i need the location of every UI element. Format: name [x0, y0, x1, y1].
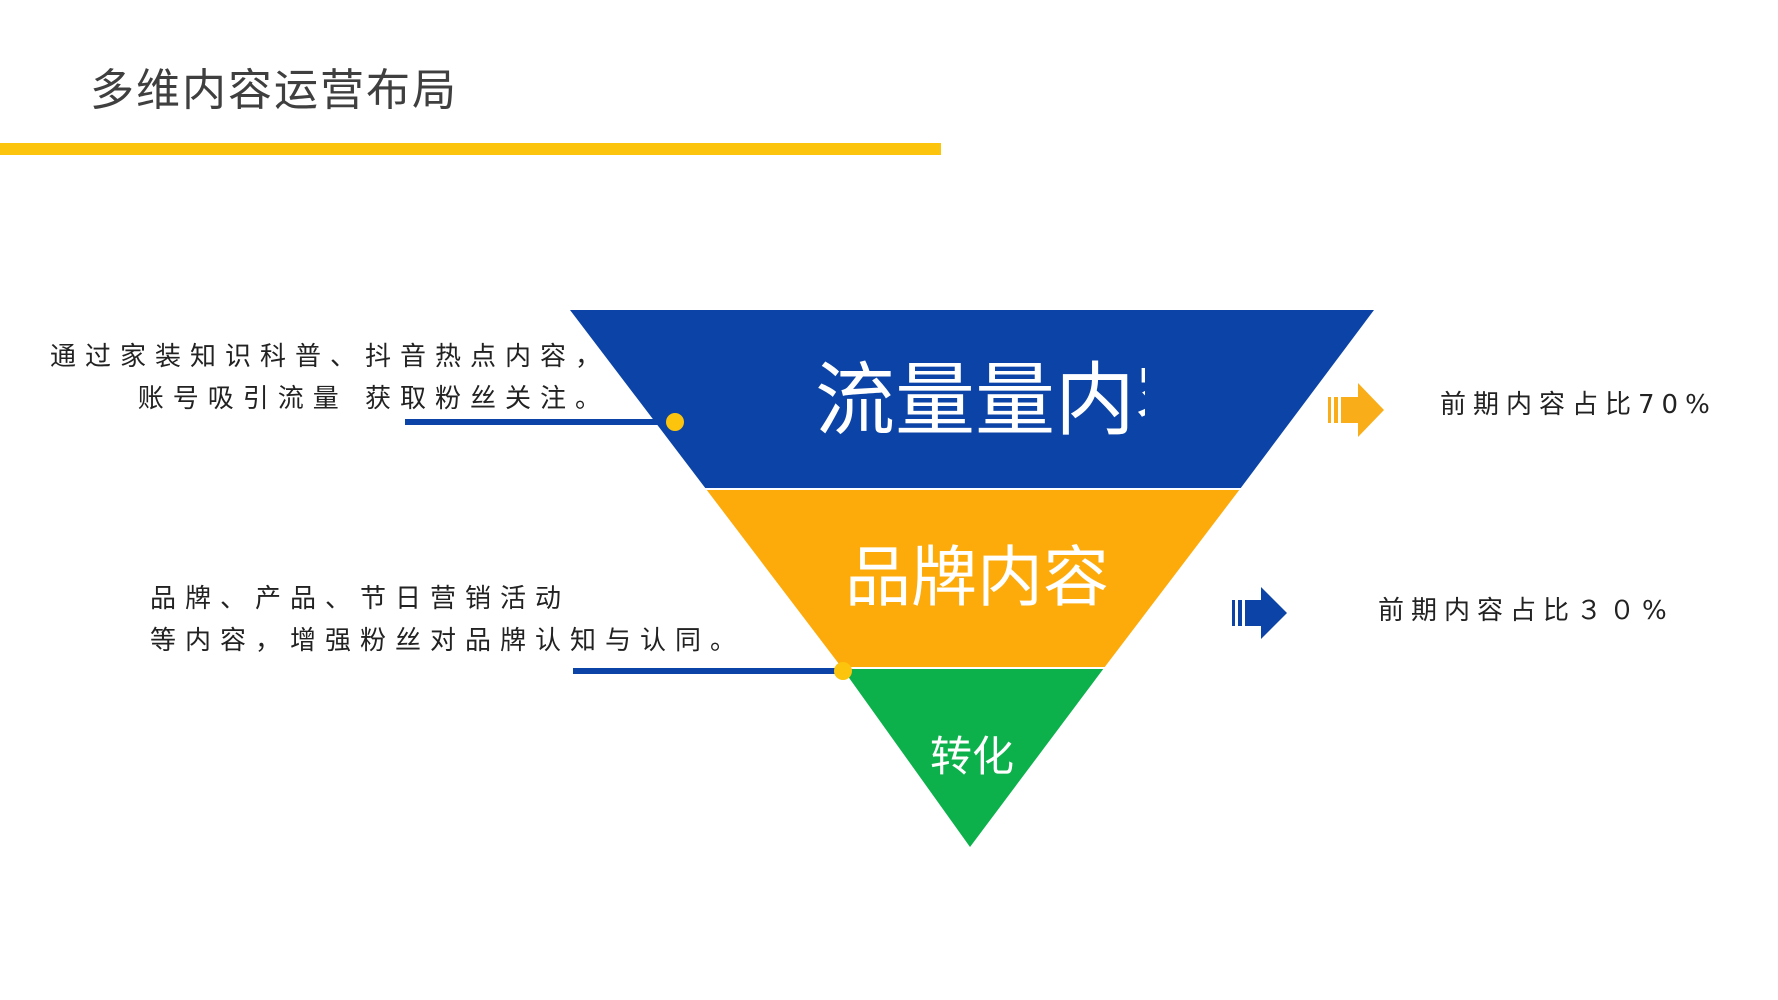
funnel-tier-traffic-label: 流量量内容 — [815, 355, 1145, 447]
right-arrow-icon — [1328, 383, 1384, 437]
traffic-description: 通过家装知识科普、抖音热点内容， 账号吸引流量 获取粉丝关注。 — [50, 336, 610, 420]
funnel-tier-traffic — [570, 310, 1374, 489]
funnel-tier-brand-label: 品牌内容 — [845, 540, 1109, 616]
title-underline — [0, 143, 941, 155]
traffic-description-line-2: 账号吸引流量 获取粉丝关注。 — [137, 384, 611, 414]
funnel-tier-conversion-label: 转化 — [930, 732, 1015, 781]
brand-description: 品牌、产品、节日营销活动 等内容，增强粉丝对品牌认知与认同。 — [150, 578, 745, 662]
brand-description-line-1: 品牌、产品、节日营销活动 — [150, 584, 571, 614]
funnel-tier-conversion — [842, 668, 1104, 847]
right-arrow-icon — [1232, 587, 1287, 639]
traffic-ratio-text: 前期内容占比70% — [1440, 390, 1717, 420]
brand-description-line-2: 等内容，增强粉丝对品牌认知与认同。 — [150, 626, 746, 656]
traffic-description-line-1: 通过家装知识科普、抖音热点内容， — [50, 342, 611, 372]
connector-dot-1 — [666, 413, 684, 431]
connector-dot-2 — [834, 662, 852, 680]
funnel-tier-brand — [706, 489, 1240, 668]
brand-ratio-text: 前期内容占比３０% — [1378, 596, 1674, 626]
page-title: 多维内容运营布局 — [90, 65, 458, 116]
